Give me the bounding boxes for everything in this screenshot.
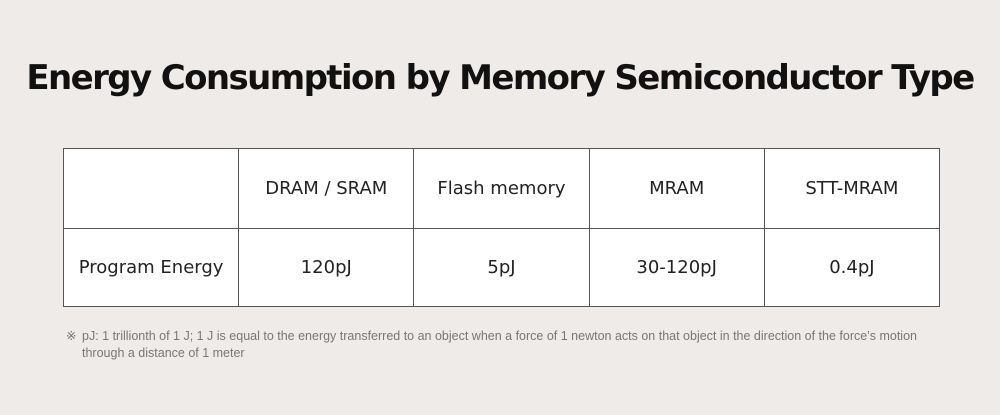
cell-stt-mram-energy: 0.4pJ [763, 228, 941, 307]
table-corner-cell [62, 148, 240, 229]
column-header-stt-mram: STT-MRAM [763, 148, 941, 229]
page-title: Energy Consumption by Memory Semiconduct… [26, 58, 975, 98]
energy-table: DRAM / SRAM Flash memory MRAM STT-MRAM P… [62, 148, 941, 307]
table-header-row: DRAM / SRAM Flash memory MRAM STT-MRAM [62, 148, 941, 229]
cell-flash-memory-energy: 5pJ [413, 228, 590, 307]
column-header-flash-memory: Flash memory [413, 148, 590, 229]
cell-mram-energy: 30-120pJ [588, 228, 765, 307]
table-row: Program Energy 120pJ 5pJ 30-120pJ 0.4pJ [62, 228, 941, 307]
footnote-text: pJ: 1 trillionth of 1 J; 1 J is equal to… [82, 329, 917, 360]
footnote-mark: ※ [66, 329, 77, 343]
column-header-mram: MRAM [588, 148, 765, 229]
cell-dram-sram-energy: 120pJ [238, 228, 415, 307]
footnote: ※ pJ: 1 trillionth of 1 J; 1 J is equal … [66, 328, 956, 362]
column-header-dram-sram: DRAM / SRAM [238, 148, 415, 229]
row-label-program-energy: Program Energy [62, 228, 240, 307]
